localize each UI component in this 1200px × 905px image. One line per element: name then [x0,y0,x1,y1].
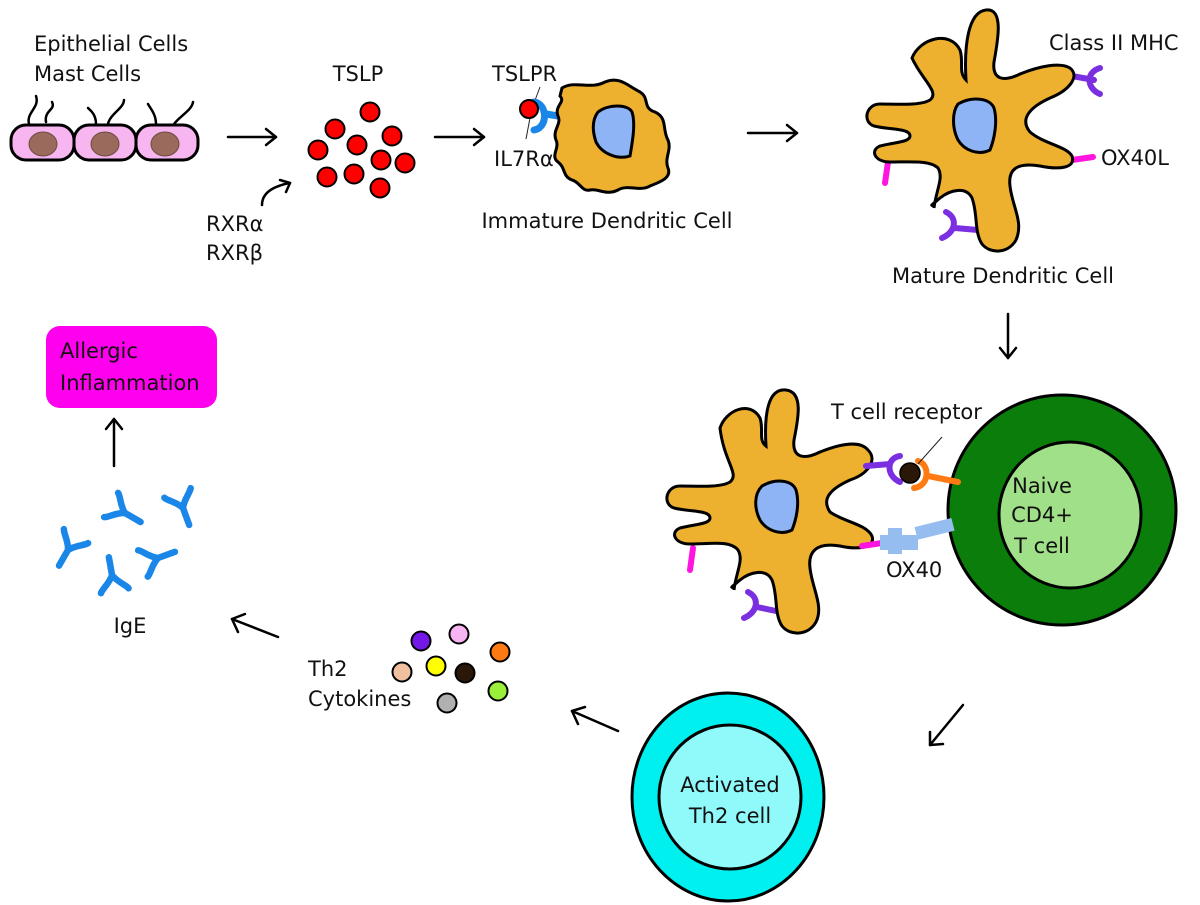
class2-mhc-receptor-top [1069,65,1103,97]
ige-antibody [161,484,194,529]
mature-dendritic-cell: Class II MHC OX40L Mature Dendritic Cell [865,8,1179,288]
tslp-molecules [307,101,416,199]
ige-molecules [55,484,194,597]
arrow-tslp-to-immature-dc [433,127,486,147]
arrow-th2-to-cytokines [570,705,620,733]
cytokines-label-line2: Cytokines [308,687,411,711]
activated-th2-cell: Activated Th2 cell [630,691,826,903]
tslp-bound-molecule [519,99,539,119]
tslp-label: TSLP [332,62,384,86]
tslp-molecule [370,149,392,171]
nucleus [90,131,120,157]
synapse-dc-nucleus [754,479,800,534]
mature-dc-label: Mature Dendritic Cell [892,264,1114,288]
epithelial-cells: Epithelial Cells Mast Cells [9,32,200,162]
antigen-peptide [899,462,921,484]
t-cell-receptor [911,458,961,491]
ox40-label: OX40 [886,558,942,582]
arrow-ige-to-allergic [104,417,124,468]
tslp-molecule [307,139,329,161]
epithelial-cell-2 [72,123,138,162]
nucleus [28,131,58,157]
arrow-epithelial-to-tslp [226,127,278,147]
tslpr-label: TSLPR [491,62,557,86]
allergic-label-line2: Inflammation [60,371,200,395]
ige-antibody [134,547,179,580]
tslp-molecule [316,166,338,188]
nucleus [150,131,180,157]
ige-antibody [55,525,92,569]
arrow-rxr-to-tslp: RXRα RXRβ [206,178,292,265]
tslp-molecule [381,125,403,147]
allergic-inflammation-box [46,326,217,408]
rxr-alpha-label: RXRα [206,212,263,236]
immature-dendritic-cell: TSLPR IL7Rα Immature Dendritic Cell [481,62,732,233]
synapse-mhc-bottom [741,589,779,621]
il7ra-leader-line [525,117,531,140]
immature-dc-label: Immature Dendritic Cell [481,209,732,233]
mature-dc-nucleus [952,97,998,154]
rxr-beta-label: RXRβ [206,241,263,265]
allergic-inflammation: Allergic Inflammation [46,326,217,408]
il7ra-label: IL7Rα [494,147,554,171]
th2-cytokines: Th2 Cytokines [307,623,511,714]
ox40l-ligand-right [1069,154,1096,163]
naive-cd4-t-cell: Naive CD4+ T cell [946,393,1178,627]
naive-label-line3: T cell [1013,534,1070,558]
cytokine-molecule [391,661,413,683]
class2-mhc-receptor-bottom [939,209,981,241]
class2-mhc-label: Class II MHC [1049,31,1179,55]
arrow-mature-dc-down [998,312,1018,360]
tslp-molecule [343,163,365,185]
arrow-cytokines-to-ige [230,612,280,639]
th2-cell-inner [657,723,803,871]
immune-synapse: Naive CD4+ T cell T cell receptor OX40 [665,388,1178,635]
cilia [27,94,195,126]
cytokine-molecule [487,680,509,702]
epithelial-cell-1 [9,123,76,162]
ige-antibodies: IgE [55,484,194,638]
th2-label-line2: Th2 cell [688,804,771,828]
naive-t-cell-inner [997,440,1143,590]
cytokine-molecule [410,630,432,652]
tcr-leader-line [917,436,943,465]
synapse-mhc-receptor [863,453,903,485]
cytokine-molecule [454,662,476,684]
synapse-ox40l-ligand [859,540,885,549]
ox40l-label: OX40L [1101,146,1169,170]
epithelial-label-line2: Mast Cells [34,62,141,86]
tslp-molecule [359,101,381,123]
naive-label-line1: Naive [1012,474,1072,498]
tslp-cluster: TSLP [307,62,416,199]
ige-antibody [100,489,144,526]
tslp-molecule [369,177,391,199]
tslp-molecule [324,118,346,140]
ige-antibody [97,554,132,597]
ox40-receptor [880,517,955,554]
cytokine-molecules [391,623,511,714]
cytokine-molecule [436,692,458,714]
epithelial-label-line1: Epithelial Cells [34,32,188,56]
th2-label-line1: Activated [680,773,779,797]
synapse-ox40l-left [687,545,696,573]
ige-label: IgE [114,614,147,638]
epithelial-cell-3 [134,123,200,162]
ox40l-ligand-left [882,159,891,186]
cytokine-molecule [448,623,470,645]
immature-dc-nucleus [591,104,636,159]
tslp-molecule [394,152,416,174]
tslp-molecule [346,134,368,156]
cytokines-label-line1: Th2 [307,657,348,681]
naive-label-line2: CD4+ [1011,503,1073,527]
arrow-to-activated-th2 [928,703,965,747]
tcr-label: T cell receptor [830,400,982,424]
arrow-immature-to-mature-dc [746,123,799,143]
cytokine-molecule [425,655,447,677]
cytokine-molecule [489,641,511,663]
allergic-label-line1: Allergic [60,339,138,363]
